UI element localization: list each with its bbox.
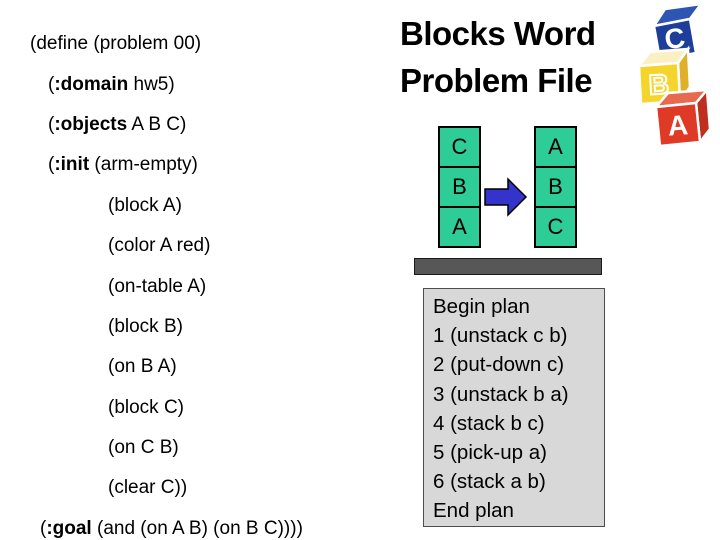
plan-line: Begin plan [433, 295, 530, 318]
code-line: (on C B) [108, 437, 179, 459]
plan-line: 6 (stack a b) [433, 470, 546, 494]
initial-stack: C B A [438, 126, 481, 248]
plan-box: Begin plan 1 (unstack c b) 2 (put-down c… [423, 288, 605, 527]
page-title: Blocks Word Problem File [400, 10, 630, 104]
toy-blocks-image: C B A [636, 2, 712, 148]
plan-line: 5 (pick-up a) [433, 441, 547, 465]
title-line-2: Problem File [400, 62, 593, 99]
block-letter: C [451, 134, 468, 159]
plan-line: End plan [433, 499, 514, 523]
stack-block: C [534, 206, 577, 248]
block-letter: B [452, 174, 467, 199]
svg-text:B: B [648, 68, 670, 100]
title-line-1: Blocks Word [400, 15, 596, 52]
code-line: (block C) [108, 396, 185, 418]
block-letter: B [548, 174, 563, 199]
code-line: (color A red) [108, 235, 211, 257]
code-line: (:init (arm-empty) [48, 154, 198, 176]
problem-code: (define (problem 00) (:domain hw5) (:obj… [30, 24, 303, 540]
transition-arrow-icon [484, 177, 528, 222]
block-letter: A [452, 214, 467, 239]
code-line: (block A) [108, 194, 182, 216]
plan-line: 4 (stack b c) [433, 411, 545, 435]
code-line: (:objects A B C) [48, 113, 187, 135]
stack-block: B [534, 166, 577, 208]
plan-line: 3 (unstack b a) [433, 382, 569, 406]
block-letter: C [547, 214, 564, 239]
code-line: (on-table A) [108, 275, 207, 297]
plan-line: 1 (unstack c b) [433, 324, 568, 348]
stack-block: C [438, 126, 481, 168]
table-surface [414, 258, 602, 275]
code-line: (:domain hw5) [48, 73, 175, 95]
stack-block: A [438, 206, 481, 248]
code-line: (block B) [108, 315, 183, 337]
code-line: (define (problem 00) [30, 33, 202, 55]
code-line: (clear C)) [108, 477, 188, 499]
stack-block: A [534, 126, 577, 168]
goal-stack: A B C [534, 126, 577, 248]
plan-line: 2 (put-down c) [433, 353, 565, 377]
red-cube-icon: A [653, 86, 712, 148]
block-letter: A [548, 134, 563, 159]
svg-text:A: A [667, 109, 689, 141]
code-line: (on B A) [108, 356, 177, 378]
code-line: (:goal (and (on A B) (on B C)))) [40, 517, 303, 539]
stack-block: B [438, 166, 481, 208]
